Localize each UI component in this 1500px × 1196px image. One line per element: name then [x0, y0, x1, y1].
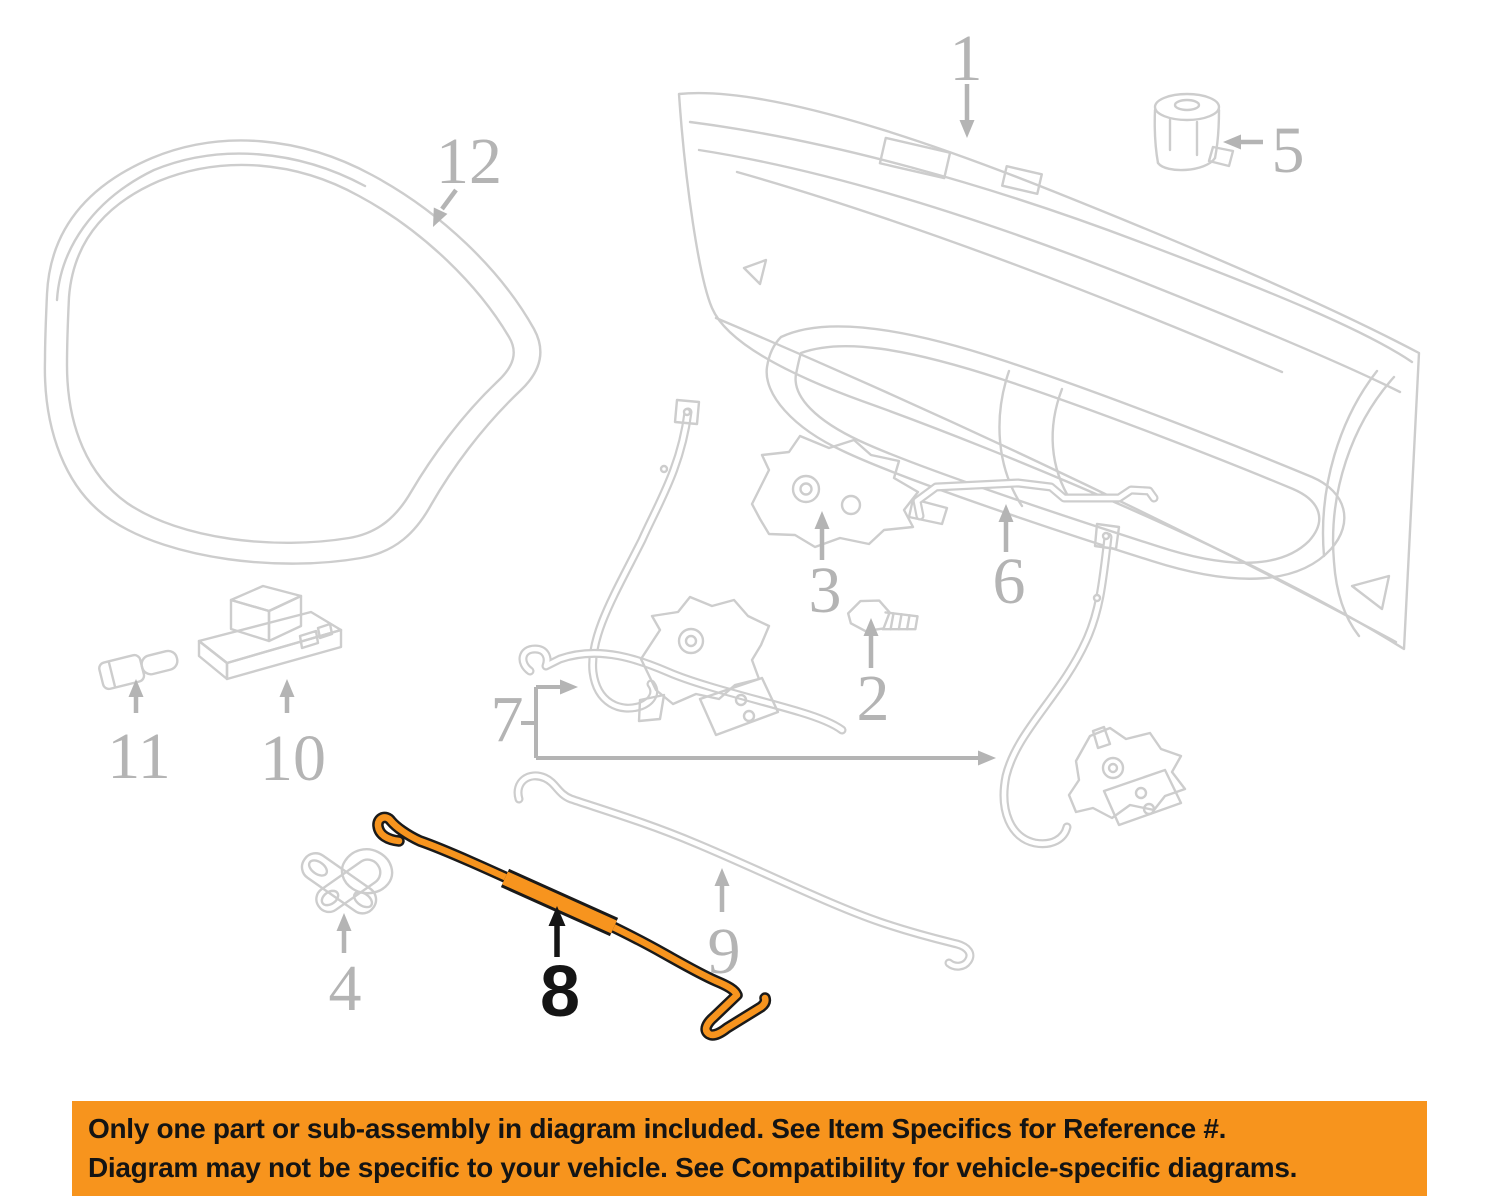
- callout-4: 4: [329, 913, 362, 1025]
- callout-8-highlighted: 8: [540, 906, 580, 1032]
- part-latch-upper: [750, 434, 949, 549]
- part-bolt: [846, 599, 919, 633]
- part-cable-guide-right: [999, 522, 1121, 849]
- part-latch-left: [637, 595, 780, 737]
- part-rod-lower: [513, 771, 975, 971]
- callout-label-2: 2: [857, 662, 890, 735]
- callout-label-10: 10: [260, 722, 326, 795]
- part-cylinder: [1153, 92, 1235, 172]
- callout-2: 2: [857, 618, 890, 735]
- callout-label-9: 9: [708, 915, 741, 988]
- disclaimer-line-2: Diagram may not be specific to your vehi…: [88, 1152, 1298, 1183]
- callout-12: 12: [433, 125, 502, 227]
- part-hinge: [300, 848, 394, 915]
- callout-label-1: 1: [950, 22, 983, 95]
- part-release-rod: [912, 478, 1159, 521]
- callout-label-11: 11: [107, 720, 171, 793]
- callout-10: 10: [260, 679, 326, 795]
- callout-11: 11: [107, 679, 171, 793]
- callout-label-5: 5: [1272, 114, 1305, 187]
- callout-3: 3: [809, 511, 842, 627]
- part-trunk-lid: [677, 91, 1421, 651]
- callout-5: 5: [1223, 114, 1305, 187]
- part-module: [197, 584, 343, 681]
- disclaimer-banner: Only one part or sub-assembly in diagram…: [72, 1101, 1427, 1196]
- part-highlighted-rod: [372, 811, 772, 1041]
- callout-label-12: 12: [436, 125, 502, 198]
- disclaimer-line-1: Only one part or sub-assembly in diagram…: [88, 1113, 1227, 1144]
- part-cable-guide-left: [518, 398, 847, 735]
- callout-6: 6: [993, 504, 1026, 618]
- callout-label-6: 6: [993, 545, 1026, 618]
- line-art: [43, 91, 1421, 971]
- callouts: 1 2 3 4 5 6: [107, 22, 1304, 1032]
- part-latch-right: [1067, 725, 1187, 827]
- callout-1: 1: [950, 22, 983, 138]
- callout-label-8: 8: [540, 952, 580, 1032]
- part-bulb: [98, 649, 179, 691]
- callout-7: 7: [491, 679, 996, 766]
- callout-label-7: 7: [491, 683, 524, 756]
- callout-label-4: 4: [329, 952, 362, 1025]
- callout-label-3: 3: [809, 554, 842, 627]
- part-weatherstrip-seal: [43, 139, 542, 565]
- callout-9: 9: [708, 868, 741, 988]
